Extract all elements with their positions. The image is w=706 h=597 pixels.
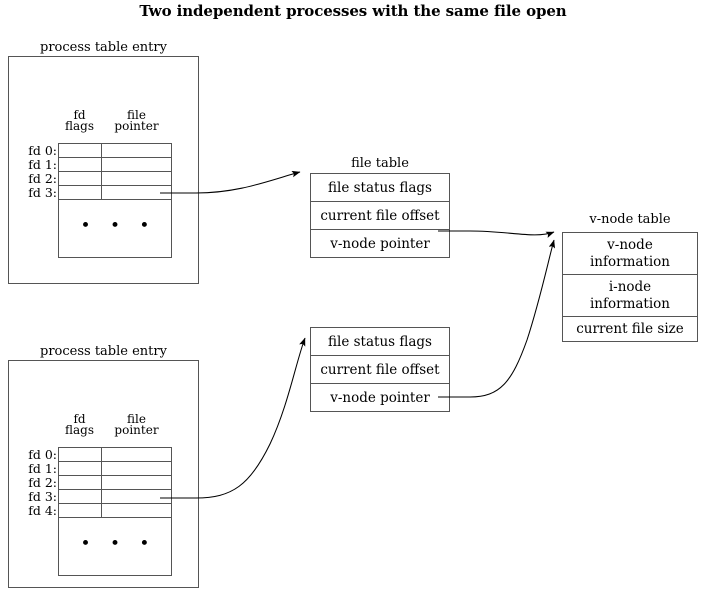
fd-row-label: fd 2: — [28, 170, 57, 186]
fd-column-divider — [101, 158, 102, 171]
v-node-table: v-node information i-node information cu… — [562, 232, 698, 342]
fd-column-divider — [101, 462, 102, 475]
fd-continuation-row: • • • — [59, 518, 171, 576]
arrow-filetable2-to-vnode — [438, 239, 556, 398]
v-node-information-line2: information — [589, 253, 670, 270]
fd-row[interactable]: fd 2: — [28, 172, 171, 186]
fd-row-label: fd 4: — [28, 502, 57, 518]
file-status-flags-row[interactable]: file status flags — [311, 328, 449, 356]
v-node-information-row[interactable]: v-node information — [563, 233, 697, 275]
process-table-entry-1-box — [8, 56, 199, 284]
ellipsis-dots: • • • — [80, 534, 157, 554]
process-entry-2-fd-table: fd 0: fd 1: fd 2: fd 3: fd 4: • • • — [28, 447, 172, 576]
current-file-offset-row[interactable]: current file offset — [311, 356, 449, 384]
fd-column-divider — [101, 186, 102, 199]
fd-row[interactable]: fd 0: — [28, 448, 171, 462]
fd-row-label: fd 0: — [28, 142, 57, 158]
v-node-table-caption: v-node table — [589, 212, 671, 227]
file-pointer-line1: file — [127, 412, 146, 426]
process-entry-1-caption: process table entry — [40, 40, 167, 55]
diagram-title: Two independent processes with the same … — [139, 2, 567, 20]
ellipsis-dots: • • • — [80, 216, 157, 236]
i-node-information-row[interactable]: i-node information — [563, 275, 697, 317]
fd-row-label: fd 1: — [28, 460, 57, 476]
arrow-filetable1-to-vnode — [438, 230, 555, 238]
current-file-size-row[interactable]: current file size — [563, 316, 697, 342]
v-node-pointer-row[interactable]: v-node pointer — [311, 384, 449, 412]
process-entry-2-caption: process table entry — [40, 344, 167, 359]
fd-column-divider — [101, 476, 102, 489]
i-node-information-line1: i-node — [608, 278, 652, 295]
fd-column-divider — [101, 172, 102, 185]
fd-flags-line1: fd — [73, 412, 86, 426]
fd-row[interactable]: fd 4: — [28, 504, 171, 518]
i-node-information-line2: information — [589, 295, 670, 312]
process-entry-1-fdflags-header: fd flags — [58, 108, 101, 133]
v-node-information-line1: v-node — [607, 236, 653, 253]
process-entry-2-filepointer-header: file pointer — [101, 412, 172, 437]
process-entry-1-filepointer-header: file pointer — [101, 108, 172, 133]
fd-row-label: fd 1: — [28, 156, 57, 172]
fd-row-label: fd 2: — [28, 474, 57, 490]
file-table-1: file status flags current file offset v-… — [310, 173, 450, 258]
fd-row-label: fd 3: — [28, 488, 57, 504]
file-table-1-caption: file table — [351, 156, 409, 171]
v-node-pointer-row[interactable]: v-node pointer — [311, 230, 449, 258]
process-entry-2-fdflags-header: fd flags — [58, 412, 101, 437]
fd-row[interactable]: fd 0: — [28, 144, 171, 158]
fd-row[interactable]: fd 1: — [28, 158, 171, 172]
file-pointer-line2: pointer — [114, 119, 159, 133]
current-file-offset-row[interactable]: current file offset — [311, 202, 449, 230]
fd-flags-line2: flags — [65, 423, 94, 437]
fd-flags-line1: fd — [73, 108, 86, 122]
process-entry-1-fd-table: fd 0: fd 1: fd 2: fd 3: • • • — [28, 143, 172, 258]
fd-row[interactable]: fd 3: — [28, 186, 171, 200]
fd-row[interactable]: fd 2: — [28, 476, 171, 490]
fd-flags-line2: flags — [65, 119, 94, 133]
fd-column-divider — [101, 448, 102, 461]
fd-column-divider — [101, 504, 102, 517]
fd-column-divider — [101, 144, 102, 157]
fd-row[interactable]: fd 1: — [28, 462, 171, 476]
fd-row-label: fd 0: — [28, 446, 57, 462]
fd-row[interactable]: fd 3: — [28, 490, 171, 504]
file-pointer-line1: file — [127, 108, 146, 122]
fd-column-divider — [101, 490, 102, 503]
file-pointer-line2: pointer — [114, 423, 159, 437]
fd-row-label: fd 3: — [28, 184, 57, 200]
file-status-flags-row[interactable]: file status flags — [311, 174, 449, 202]
fd-continuation-row: • • • — [59, 200, 171, 258]
file-table-2: file status flags current file offset v-… — [310, 327, 450, 412]
current-file-size-label: current file size — [576, 320, 684, 337]
